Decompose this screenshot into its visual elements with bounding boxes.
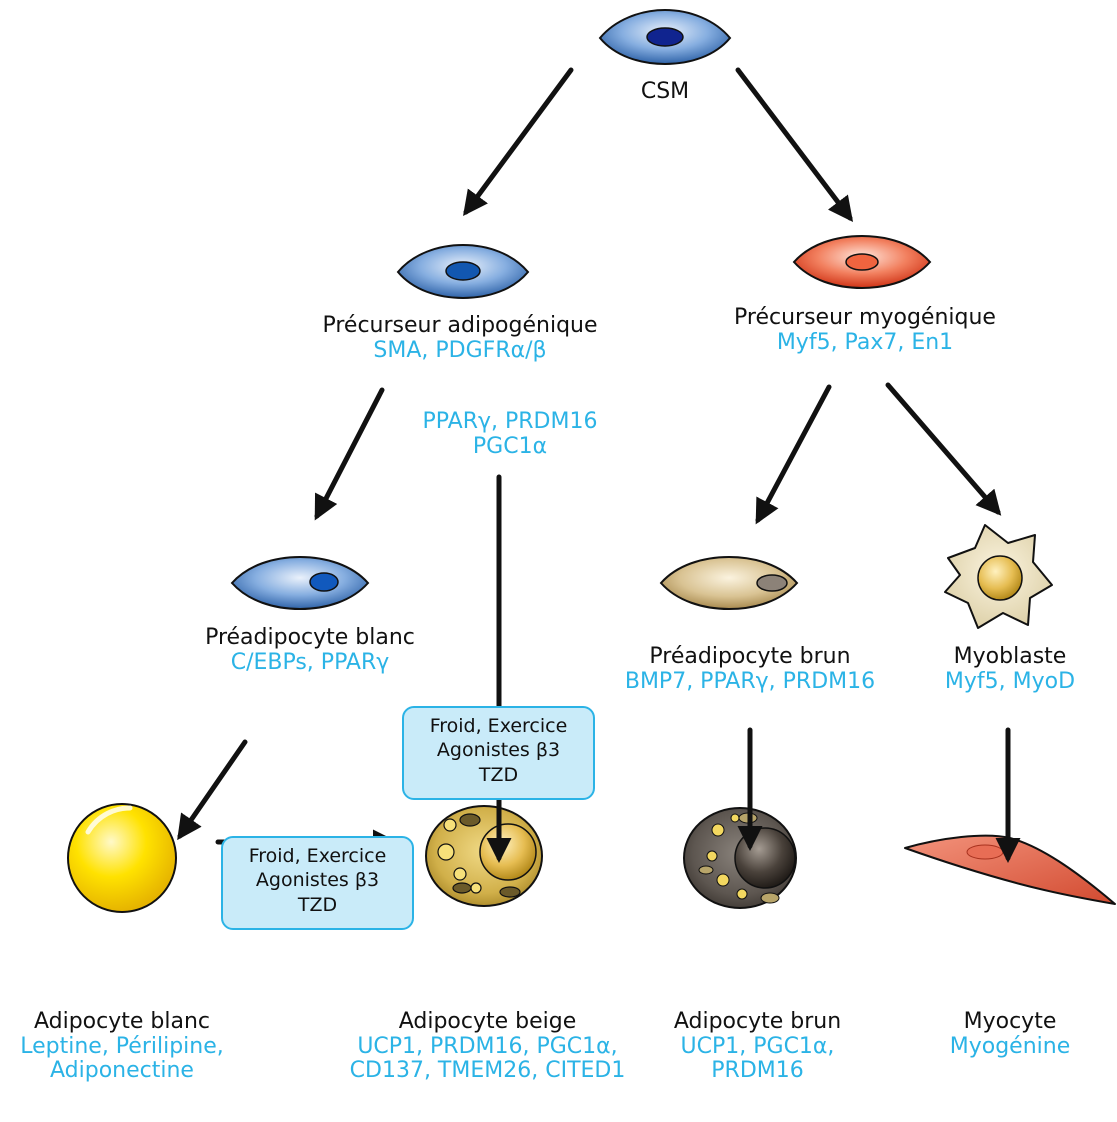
adipogenic-precursor-cell-icon	[396, 243, 530, 300]
beige-adipocyte-name: Adipocyte beige	[398, 1009, 577, 1034]
arrow-myogenic-to-brown-preadipocyte	[755, 384, 832, 525]
myogenic-precursor-markers: Myf5, Pax7, En1	[776, 329, 954, 355]
beige-adipocyte-label: Adipocyte beige UCP1, PRDM16, PGC1α, CD1…	[330, 1009, 645, 1084]
white-preadipocyte-label: Préadipocyte blanc C/EBPs, PPARγ	[175, 625, 445, 675]
condition-line2: Agonistes β3	[255, 869, 380, 892]
beige-factors-label: PPARγ, PRDM16 PGC1α	[395, 409, 625, 459]
myoblast-name: Myoblaste	[953, 644, 1067, 669]
condition-line1: Froid, Exercice	[429, 715, 568, 737]
condition-box-beige-pathway: Froid, Exercice Agonistes β3 TZD	[402, 706, 595, 800]
myocyte-markers: Myogénine	[949, 1033, 1071, 1059]
myoblast-cell-icon	[944, 524, 1053, 629]
brown-adipocyte-markers-line2: PRDM16	[711, 1058, 804, 1084]
myoblast-markers: Myf5, MyoD	[944, 668, 1076, 694]
brown-adipocyte-markers-line1: UCP1, PGC1α,	[680, 1033, 835, 1059]
myogenic-precursor-name: Précurseur myogénique	[734, 305, 996, 330]
myocyte-name: Myocyte	[963, 1009, 1057, 1034]
brown-preadipocyte-markers: BMP7, PPARγ, PRDM16	[624, 668, 876, 694]
adipogenic-precursor-name: Précurseur adipogénique	[322, 313, 598, 338]
myogenic-precursor-cell-icon	[792, 234, 932, 290]
myocyte-label: Myocyte Myogénine	[925, 1009, 1095, 1059]
arrow-myogenic-to-myoblast	[885, 382, 1002, 516]
arrow-csm-to-adipogenic	[463, 67, 574, 217]
white-adipocyte-markers-line1: Leptine, Périlipine,	[20, 1033, 224, 1059]
white-adipocyte-name: Adipocyte blanc	[33, 1009, 211, 1034]
white-preadipocyte-cell-icon	[230, 555, 370, 611]
condition-line3: TZD	[478, 763, 519, 786]
white-adipocyte-label: Adipocyte blanc Leptine, Périlipine, Adi…	[0, 1009, 244, 1084]
white-adipocyte-markers-line2: Adiponectine	[50, 1058, 194, 1084]
myocyte-cell-icon	[904, 834, 1116, 905]
condition-line3: TZD	[297, 893, 338, 916]
brown-preadipocyte-label: Préadipocyte brun BMP7, PPARγ, PRDM16	[600, 644, 900, 694]
adipogenic-precursor-label: Précurseur adipogénique SMA, PDGFRα/β	[270, 313, 650, 363]
beige-adipocyte-cell-icon	[425, 805, 543, 907]
beige-adipocyte-markers-line2: CD137, TMEM26, CITED1	[349, 1058, 626, 1084]
adipogenic-precursor-markers: SMA, PDGFRα/β	[373, 337, 547, 363]
arrow-adipogenic-to-white-preadipocyte	[314, 387, 385, 521]
csm-cell-icon	[598, 8, 732, 66]
white-adipocyte-cell-icon	[67, 803, 177, 913]
csm-label: CSM	[600, 79, 730, 105]
brown-preadipocyte-name: Préadipocyte brun	[649, 644, 851, 669]
brown-adipocyte-name: Adipocyte brun	[673, 1009, 842, 1034]
beige-adipocyte-markers-line1: UCP1, PRDM16, PGC1α,	[357, 1033, 618, 1059]
myogenic-precursor-label: Précurseur myogénique Myf5, Pax7, En1	[675, 305, 1055, 355]
condition-line2: Agonistes β3	[436, 739, 561, 762]
beige-factors-line1: PPARγ, PRDM16	[422, 409, 598, 434]
white-preadipocyte-name: Préadipocyte blanc	[205, 625, 415, 650]
condition-line1: Froid, Exercice	[248, 845, 387, 867]
arrow-white-preadipocyte-to-white-adipocyte	[177, 739, 248, 841]
csm-name: CSM	[640, 79, 690, 104]
brown-adipocyte-label: Adipocyte brun UCP1, PGC1α, PRDM16	[655, 1009, 860, 1084]
brown-preadipocyte-cell-icon	[659, 555, 799, 611]
arrow-csm-to-myogenic	[735, 67, 854, 222]
condition-box-browning: Froid, Exercice Agonistes β3 TZD	[221, 836, 414, 930]
white-preadipocyte-markers: C/EBPs, PPARγ	[230, 649, 390, 675]
brown-adipocyte-cell-icon	[683, 807, 797, 909]
myoblast-label: Myoblaste Myf5, MyoD	[920, 644, 1100, 694]
beige-factors-line2: PGC1α	[472, 433, 548, 459]
